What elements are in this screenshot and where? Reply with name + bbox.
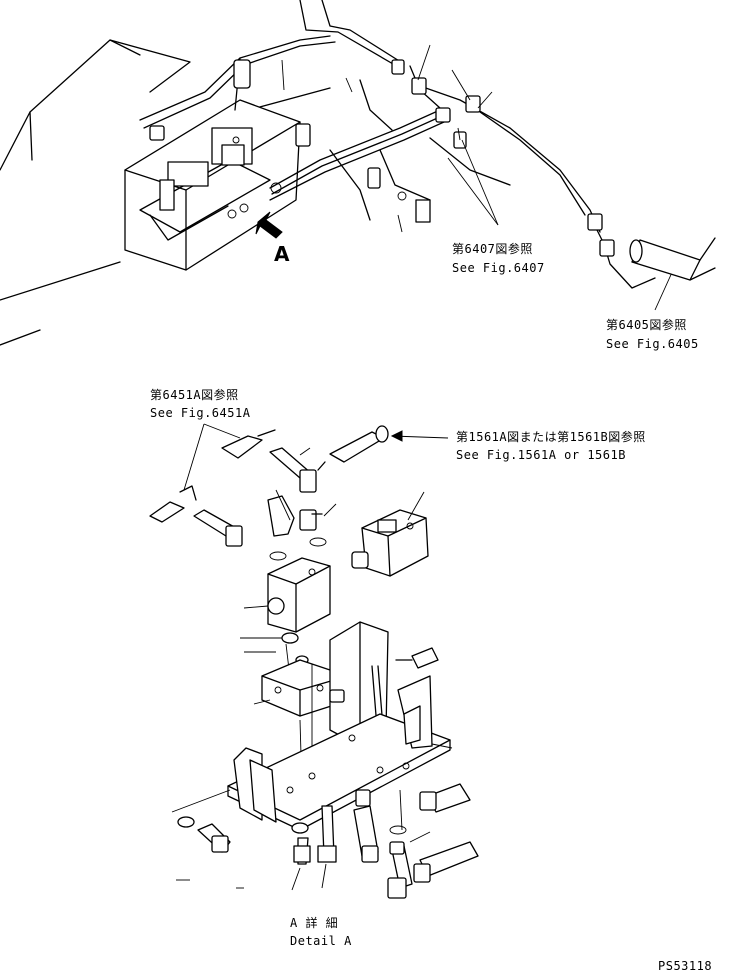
- upper-leader-lines: [281, 44, 675, 311]
- detail-title-en: Detail A: [290, 934, 352, 948]
- callout-fig6407-jp: 第6407図参照: [452, 242, 533, 256]
- callout-fig6451a-jp: 第6451A図参照: [150, 388, 239, 402]
- drawing-number: PS53118: [658, 959, 713, 973]
- base-plate: [171, 675, 451, 831]
- callout-fig6405-en: See Fig.6405: [606, 337, 699, 351]
- view-a-arrow: [255, 211, 283, 239]
- callout-fig6451a-en: See Fig.6451A: [150, 406, 251, 420]
- hose-to-fig1561: [329, 425, 449, 463]
- callout-fig1561-jp: 第1561A図または第1561B図参照: [456, 430, 646, 444]
- detail-title-jp: A 詳 細: [290, 916, 339, 930]
- view-a-marker: A: [274, 242, 290, 266]
- callout-fig6407-en: See Fig.6407: [452, 261, 545, 275]
- upper-hydraulic-lines: [139, 0, 656, 289]
- callout-fig1561-en: See Fig.1561A or 1561B: [456, 448, 626, 462]
- manifold-block-upper: [243, 557, 331, 633]
- fig6451a-leaders: [183, 423, 241, 491]
- lower-leader-lines: [176, 447, 453, 891]
- hose-fittings: [149, 429, 327, 561]
- solenoid-valve: [351, 491, 429, 577]
- callout-fig6405-jp: 第6405図参照: [606, 318, 687, 332]
- bolts-and-fittings-lower: [177, 647, 479, 899]
- pipe-assembly-right: [629, 237, 716, 281]
- control-valve-box: [124, 99, 301, 271]
